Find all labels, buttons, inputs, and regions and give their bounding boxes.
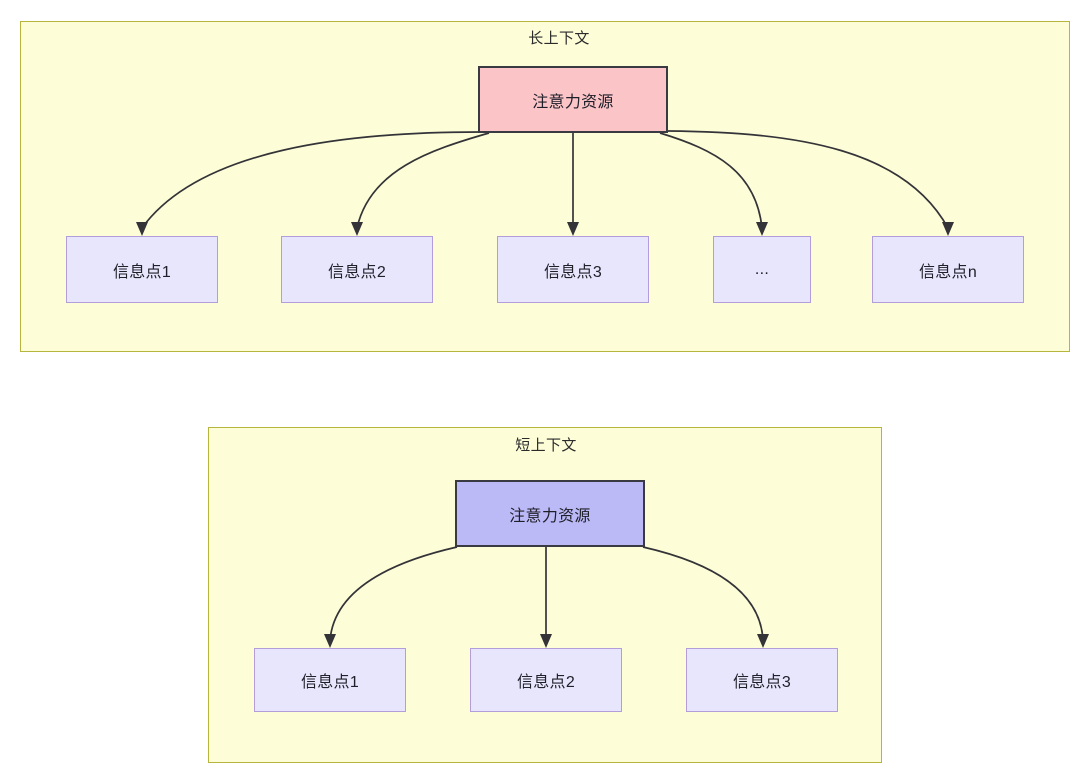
node-attention-resource-short[interactable]: 注意力资源 <box>455 480 645 547</box>
edge-root-to-leaf-2 <box>356 132 490 229</box>
node-label: 信息点1 <box>112 263 172 281</box>
node-label: 信息点3 <box>732 674 792 691</box>
node-info-point-3-short[interactable]: 信息点3 <box>686 648 838 712</box>
arrow-head-leaf-2 <box>351 222 363 236</box>
edge-root-to-leaf-5 <box>667 130 949 229</box>
node-info-point-2-short[interactable]: 信息点2 <box>470 648 622 712</box>
node-info-point-2-long[interactable]: 信息点2 <box>281 236 433 303</box>
arrow-head-leaf-4 <box>756 222 768 236</box>
node-label: 信息点n <box>918 263 978 281</box>
edge-root-to-leaf-1-short <box>329 546 458 641</box>
arrow-head-leaf-3 <box>567 222 579 236</box>
edge-root-to-leaf-4 <box>659 132 763 229</box>
node-info-point-3-long[interactable]: 信息点3 <box>497 236 649 303</box>
arrow-head-leaf-1 <box>136 222 148 236</box>
panel-long-context-title: 长上下文 <box>528 30 590 47</box>
node-label: 信息点1 <box>300 674 360 691</box>
node-info-point-n-long[interactable]: 信息点n <box>872 236 1024 303</box>
node-info-point-ellipsis-long[interactable]: ... <box>713 236 811 303</box>
node-label: 注意力资源 <box>509 507 591 525</box>
edge-root-to-leaf-3-short <box>642 546 764 641</box>
node-attention-resource-long[interactable]: 注意力资源 <box>478 66 668 133</box>
arrow-head-leaf-5 <box>942 222 954 236</box>
arrow-head-leaf-1-short <box>324 634 336 648</box>
node-label: ... <box>754 260 770 278</box>
node-label: 信息点3 <box>543 263 603 281</box>
node-label: 信息点2 <box>327 263 387 281</box>
panel-short-context-title: 短上下文 <box>515 437 577 454</box>
node-label: 信息点2 <box>516 674 576 691</box>
node-label: 注意力资源 <box>532 93 614 111</box>
edge-root-to-leaf-1 <box>141 131 481 229</box>
node-info-point-1-short[interactable]: 信息点1 <box>254 648 406 712</box>
arrow-head-leaf-2-short <box>540 634 552 648</box>
node-info-point-1-long[interactable]: 信息点1 <box>66 236 218 303</box>
arrow-head-leaf-3-short <box>757 634 769 648</box>
